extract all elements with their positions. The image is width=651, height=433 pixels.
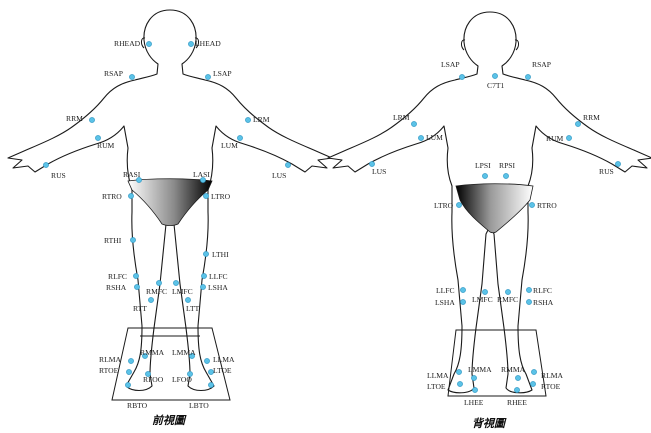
front-label-ltoe: LTOE (213, 366, 232, 375)
back-label-rmfc: RMFC (497, 295, 518, 304)
back-label-lum: LUM (426, 133, 443, 142)
front-label-rsha: RSHA (106, 283, 127, 292)
front-label-lsap: LSAP (213, 69, 232, 78)
back-label-ltro: LTRO (434, 201, 454, 210)
front-label-rtro: RTRO (102, 192, 122, 201)
front-label-lfoo: LFOO (172, 375, 192, 384)
front-label-ltro: LTRO (211, 192, 231, 201)
front-label-lus: LUS (272, 171, 286, 180)
back-label-rtoe: RTOE (541, 382, 561, 391)
back-label-ltoe: LTOE (427, 382, 446, 391)
front-label-rrm: RRM (66, 114, 83, 123)
back-label-lus: LUS (372, 167, 386, 176)
front-label-rum: RUM (97, 141, 115, 150)
back-label-rtro: RTRO (537, 201, 557, 210)
back-label-rmma: RMMA (501, 365, 526, 374)
back-label-llma: LLMA (427, 371, 449, 380)
back-label-c7t1: C7T1 (487, 81, 505, 90)
front-label-rtt: RTT (133, 304, 147, 313)
front-label-rthi: RTHI (104, 236, 122, 245)
front-label-rhead: RHEAD (114, 39, 141, 48)
back-label-rsha: RSHA (533, 298, 554, 307)
back-label-lmfc: LMFC (472, 295, 493, 304)
front-label-rbto: RBTO (127, 401, 148, 410)
front-label-lhead: LHEAD (195, 39, 221, 48)
back-label-rpsi: RPSI (499, 161, 516, 170)
back-label-rsap: RSAP (532, 60, 551, 69)
front-label-llma: LLMA (213, 355, 235, 364)
back-label-rlma: RLMA (541, 371, 563, 380)
back-label-lpsi: LPSI (475, 161, 491, 170)
front-label-ltt: LTT (186, 304, 200, 313)
back-label-rrm: RRM (583, 113, 600, 122)
front-label-rmfc: RMFC (146, 287, 167, 296)
front-label-lsha: LSHA (208, 283, 228, 292)
front-label-rfoo: RFOO (143, 375, 164, 384)
front-label-rsap: RSAP (104, 69, 123, 78)
front-label-rasi: RASI (123, 170, 141, 179)
front-label-rmma: RMMA (140, 348, 165, 357)
back-label-rlfc: RLFC (533, 286, 552, 295)
front-label-lasi: LASI (193, 170, 210, 179)
front-label-lmma: LMMA (172, 348, 196, 357)
back-label-lhee: LHEE (464, 398, 484, 407)
back-label-lrm: LRM (393, 113, 410, 122)
front-label-lrm: LRM (253, 115, 270, 124)
front-view-caption: 前視圖 (152, 414, 187, 427)
front-label-rus: RUS (51, 171, 66, 180)
back-label-lmma: LMMA (468, 365, 492, 374)
back-label-rus: RUS (599, 167, 614, 176)
front-label-lmfc: LMFC (172, 287, 193, 296)
front-label-llfc: LLFC (209, 272, 228, 281)
back-view-caption: 背視圖 (472, 417, 507, 430)
front-view: RHEAD LHEAD RSAP LSAP RRM LRM RUM LUM RU… (8, 10, 332, 427)
front-label-rlfc: RLFC (108, 272, 127, 281)
front-label-rtoe: RTOE (99, 366, 119, 375)
front-label-rlma: RLMA (99, 355, 121, 364)
back-label-lsap: LSAP (441, 60, 460, 69)
back-view: LSAP RSAP C7T1 LRM RRM LUM RUM LUS RUS L… (328, 12, 651, 430)
back-label-llfc: LLFC (436, 286, 455, 295)
front-label-lthi: LTHI (212, 250, 229, 259)
back-label-lsha: LSHA (435, 298, 455, 307)
back-label-rhee: RHEE (507, 398, 527, 407)
front-label-lum: LUM (221, 141, 238, 150)
back-label-rum: RUM (546, 134, 564, 143)
front-label-lbto: LBTO (189, 401, 209, 410)
